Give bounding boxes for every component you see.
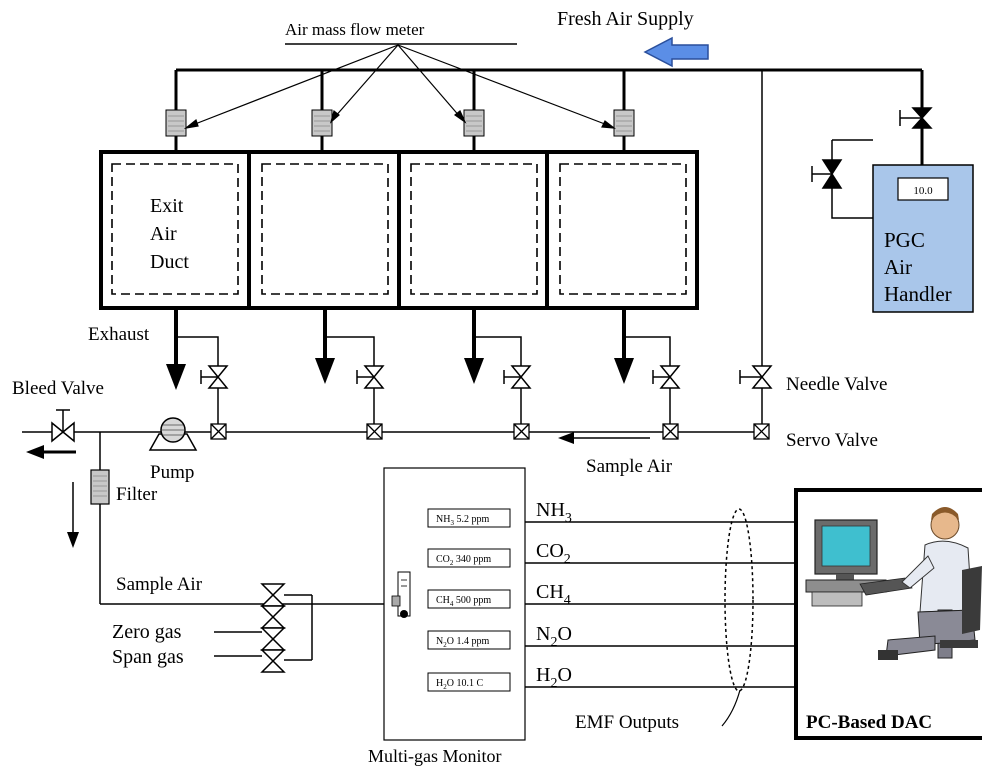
flow-meters [165,109,635,137]
servo-valve-5 [753,423,770,440]
needle-valve-1 [200,365,229,389]
sample-air-left-label: Sample Air [116,574,203,595]
filter-line [99,432,392,605]
emf-outputs-ellipse [724,508,754,692]
gas-readout-box [427,672,511,692]
chamber-2 [247,150,401,310]
exit-air-duct-line-2: Air [150,223,177,245]
pgc-valves [811,107,933,219]
chambers [99,150,699,310]
sample-air-arrow-icon [558,432,650,444]
needle-valve-5 [739,365,773,389]
exit-air-duct-line-1: Exit [150,195,184,217]
filter-drain-arrow-icon [67,482,79,548]
flow-meter-1 [165,109,187,137]
servo-valve-4 [662,423,679,440]
chamber-3 [397,150,549,310]
bleed-valve-label: Bleed Valve [12,378,104,399]
pump-icon [148,417,198,451]
needle-valve-3 [503,365,532,389]
multi-gas-monitor-label: Multi-gas Monitor [368,746,502,766]
gas-label: H2O [536,664,572,691]
needle-valves [200,365,773,389]
filter-label: Filter [116,484,158,505]
pgc-bypass-valve [811,159,843,189]
gas-select-valves [214,583,313,673]
span-gas-label: Span gas [112,646,184,668]
air-mass-flow-meter-label: Air mass flow meter [285,20,425,39]
sample-air-top-label: Sample Air [586,456,673,477]
gas-label: N2O [536,623,572,650]
monitor-flowmeter-icon [391,571,411,618]
top-manifold [174,68,924,374]
flow-meter-pointers [183,44,616,129]
computer-user-icon [805,507,982,660]
emf-outputs-label: EMF Outputs [575,712,679,733]
servo-valve-label: Servo Valve [786,430,878,451]
gas-readout-box [427,589,511,609]
flow-meter-3 [463,109,485,137]
needle-valve-4 [652,365,681,389]
fresh-air-supply-label: Fresh Air Supply [557,8,694,30]
servo-valves [210,423,770,440]
flow-meter-2 [311,109,333,137]
pgc-display-value: 10.0 [913,185,933,197]
chamber-4 [545,150,699,310]
servo-valve-1 [210,423,227,440]
pgc-display [897,177,949,201]
pc-based-dac-label: PC-Based DAC [806,712,932,733]
gas-readout-box [427,630,511,650]
gas-readout-box [427,508,511,528]
gas-readout-box [427,548,511,568]
bleed-valve [51,409,75,443]
gas-readout-value: NH3 5.2 ppm [436,514,489,527]
emf-pointer [721,689,741,727]
pgc-supply-valve [899,107,933,129]
gas-label: NH3 [536,499,572,526]
exhaust-label: Exhaust [88,324,150,345]
flow-meter-4 [613,109,635,137]
gas-readout-value: CO2 340 ppm [436,554,491,567]
exit-air-duct-line-3: Duct [150,251,189,273]
gas-label: CO2 [536,540,571,567]
exhaust-arrows [166,310,634,390]
servo-valve-2 [366,423,383,440]
pgc-label-line-3: Handler [884,282,952,306]
sample-tap-lines [176,336,763,424]
gas-label: CH4 [536,581,571,608]
pump-label: Pump [150,462,194,483]
fresh-air-arrow-icon [643,36,709,68]
bleed-exit-arrow-icon [26,445,76,459]
zero-gas-label: Zero gas [112,621,182,643]
pgc-label-line-1: PGC [884,228,925,252]
pgc-label-line-2: Air [884,255,912,279]
gas-readout-value: H2O 10.1 C [436,678,483,691]
gas-readout-value: N2O 1.4 ppm [436,636,489,649]
needle-valve-label: Needle Valve [786,374,887,395]
servo-valve-3 [513,423,530,440]
gas-readout-value: CH4 500 ppm [436,595,491,608]
filter-icon [90,469,110,505]
needle-valve-2 [356,365,385,389]
